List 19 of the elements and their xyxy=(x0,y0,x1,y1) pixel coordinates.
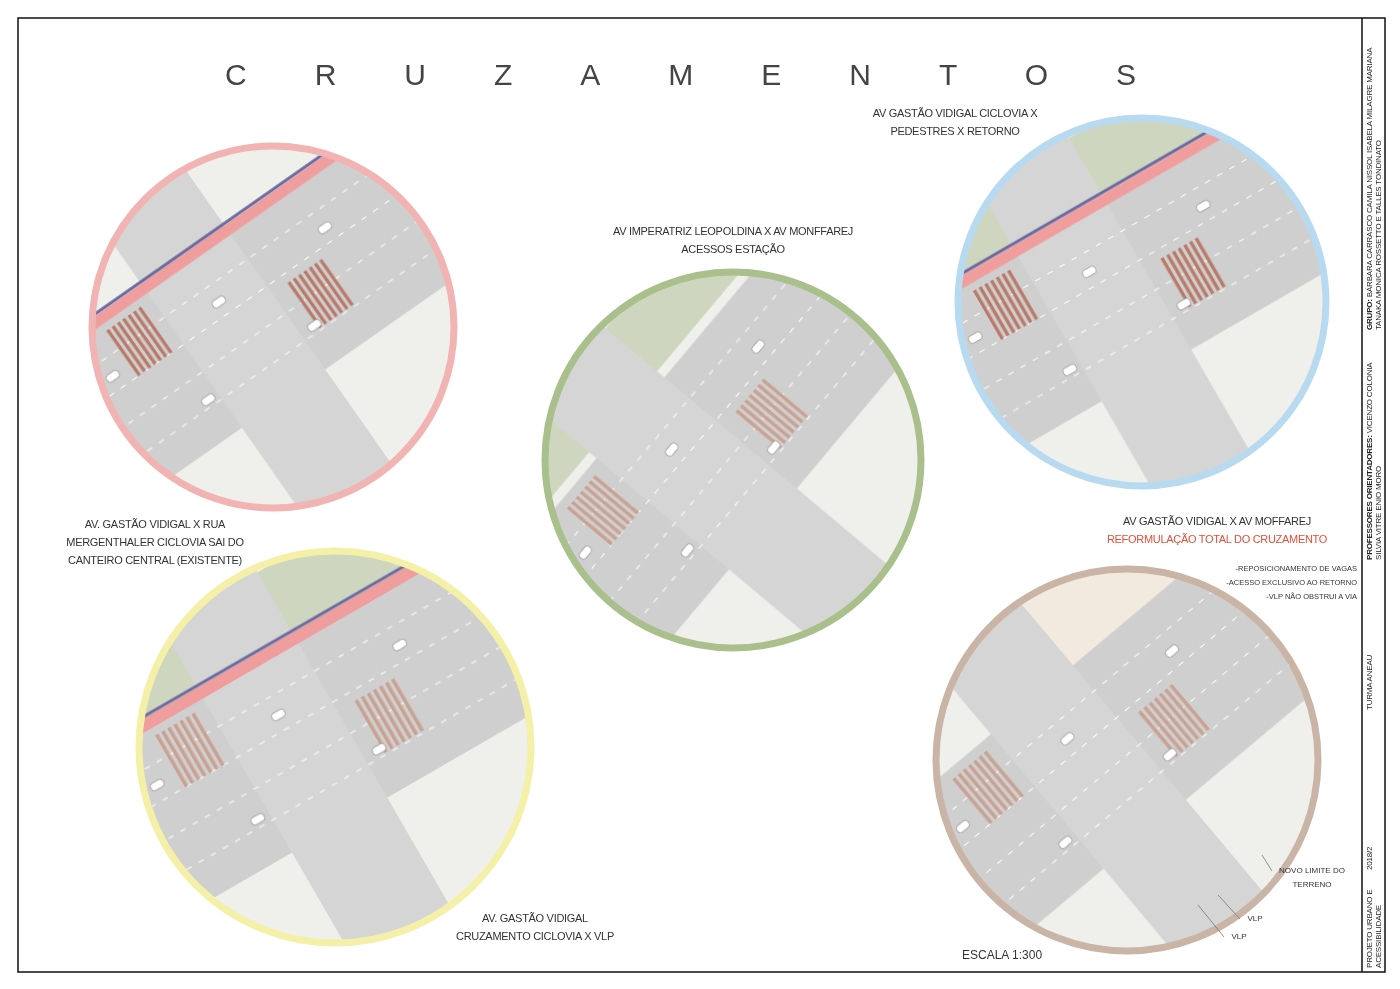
plan-heading: AV GASTÃO VIDIGAL CICLOVIA X PEDESTRES X RETORNO xyxy=(871,106,1039,139)
leader-line xyxy=(1261,854,1273,872)
semester-label: 2018/2 xyxy=(1365,845,1374,870)
leader-line xyxy=(1197,904,1225,938)
plan-subheading: REFORMULAÇÃO TOTAL DO CRUZAMENTO xyxy=(1105,532,1329,547)
team-credit: GRUPO: BÁRBARA CARRASCO CAMILA NISSOL ISABELA MILAGRE MARIANA TANAKA MONICA ROSSETTO E TALLES TONDINATO xyxy=(1365,46,1383,330)
course-label: PROJETO URBANO E ACESSIBILIDADE xyxy=(1365,888,1383,968)
class-label: TURMA ANEAU xyxy=(1365,653,1374,710)
leader-label: VLP xyxy=(1246,913,1264,925)
leader-label: VLP xyxy=(1230,931,1248,943)
sheet-title: CRUZAMENTOS xyxy=(225,58,1205,92)
leader-label: NOVO LIMITE DO TERRENO xyxy=(1278,865,1346,891)
plan-heading: AV GASTÃO VIDIGAL X AV MOFFAREJ xyxy=(1122,514,1312,529)
leader-line xyxy=(1217,894,1241,920)
plan-heading: AV. GASTÃO VIDIGAL X RUA MERGENTHALER CICLOVIA SAI DO CANTEIRO CENTRAL (EXISTENTE) xyxy=(65,517,245,568)
advisor-credit: PROFESSORES ORIENTADORES: VICENZO COLONIA SILVIA VITRE ENIO MORO xyxy=(1365,361,1383,560)
scale-label: ESCALA 1:300 xyxy=(962,948,1043,962)
plan-heading: AV. GASTÃO VIDIGAL CRUZAMENTO CICLOVIA X VLP xyxy=(455,911,615,944)
plan-heading: AV IMPERATRIZ LEOPOLDINA X AV MONFFAREJ ACESSOS ESTAÇÃO xyxy=(611,224,855,257)
